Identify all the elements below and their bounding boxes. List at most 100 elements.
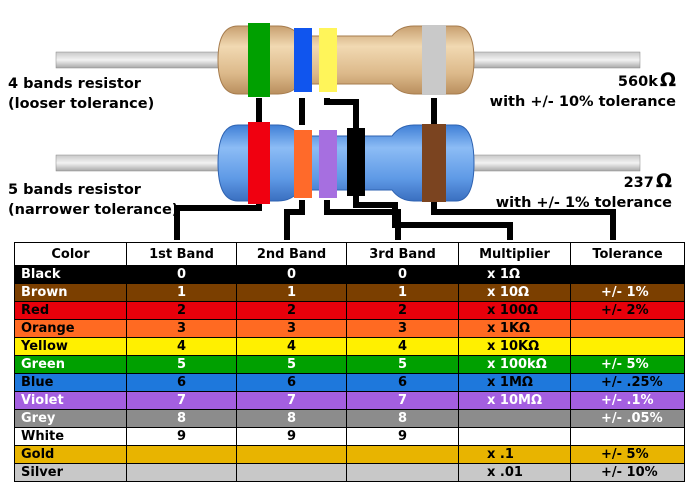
cell-tolerance: +/- 2% [570, 301, 685, 320]
five-band-value: 237 [623, 175, 654, 191]
four-band-value: 560k [617, 74, 658, 90]
cell-multiplier: x 1MΩ [458, 373, 571, 392]
cell-1st-band: 3 [126, 319, 237, 338]
four-band-label: 4 bands resistor (looser tolerance) [8, 74, 154, 114]
cell-3rd-band: 7 [346, 391, 459, 410]
cell-multiplier: x 1Ω [458, 265, 571, 284]
cell-tolerance: +/- 1% [570, 283, 685, 302]
four-band-band-4 [422, 25, 446, 95]
cell-color: Green [14, 355, 127, 374]
cell-2nd-band: 1 [236, 283, 347, 302]
cell-2nd-band: 8 [236, 409, 347, 428]
four-band-band-1 [248, 23, 270, 97]
cell-3rd-band [346, 445, 459, 464]
cell-2nd-band: 2 [236, 301, 347, 320]
cell-color: Brown [14, 283, 127, 302]
cell-multiplier: x 10MΩ [458, 391, 571, 410]
cell-3rd-band: 0 [346, 265, 459, 284]
header-multiplier: Multiplier [458, 242, 571, 266]
cell-color: Black [14, 265, 127, 284]
cell-1st-band: 4 [126, 337, 237, 356]
color-code-table: Color 1st Band 2nd Band 3rd Band Multipl… [14, 242, 685, 482]
five-band-tolerance: with +/- 1% tolerance [495, 195, 672, 211]
cell-3rd-band: 9 [346, 427, 459, 446]
cell-3rd-band: 1 [346, 283, 459, 302]
cell-2nd-band [236, 463, 347, 482]
leader-line-8 [353, 195, 513, 240]
table-header-row: Color 1st Band 2nd Band 3rd Band Multipl… [14, 242, 685, 266]
five-band-band-4 [347, 128, 365, 196]
cell-color: Grey [14, 409, 127, 428]
cell-color: Blue [14, 373, 127, 392]
cell-2nd-band: 7 [236, 391, 347, 410]
cell-1st-band [126, 463, 237, 482]
five-band-label: 5 bands resistor (narrower tolerance) [8, 180, 178, 220]
cell-tolerance: +/- .1% [570, 391, 685, 410]
five-band-band-1 [248, 122, 270, 204]
cell-3rd-band: 6 [346, 373, 459, 392]
cell-multiplier: x 100Ω [458, 301, 571, 320]
cell-multiplier: x 1KΩ [458, 319, 571, 338]
cell-2nd-band [236, 445, 347, 464]
header-1st-band: 1st Band [126, 242, 237, 266]
cell-multiplier: x 10Ω [458, 283, 571, 302]
leader-line-7 [324, 200, 401, 240]
cell-multiplier [458, 409, 571, 428]
cell-1st-band: 7 [126, 391, 237, 410]
four-band-title: 4 bands resistor [8, 76, 141, 92]
five-band-subtitle: (narrower tolerance) [8, 202, 179, 218]
cell-2nd-band: 9 [236, 427, 347, 446]
leader-line-6 [284, 200, 305, 240]
cell-1st-band: 6 [126, 373, 237, 392]
cell-color: Yellow [14, 337, 127, 356]
cell-2nd-band: 3 [236, 319, 347, 338]
header-color: Color [14, 242, 127, 266]
cell-tolerance: +/- .05% [570, 409, 685, 428]
cell-color: Orange [14, 319, 127, 338]
cell-1st-band: 2 [126, 301, 237, 320]
cell-tolerance: +/- 5% [570, 355, 685, 374]
cell-3rd-band: 4 [346, 337, 459, 356]
cell-1st-band: 8 [126, 409, 237, 428]
cell-1st-band [126, 445, 237, 464]
four-band-resistor [55, 23, 641, 97]
cell-2nd-band: 0 [236, 265, 347, 284]
ohm-icon: Ω [659, 69, 676, 91]
cell-3rd-band: 5 [346, 355, 459, 374]
cell-tolerance: +/- .25% [570, 373, 685, 392]
leader-line-3 [324, 98, 359, 130]
four-band-subtitle: (looser tolerance) [8, 96, 155, 112]
five-band-title: 5 bands resistor [8, 182, 141, 198]
four-band-band-3 [319, 28, 337, 92]
header-2nd-band: 2nd Band [236, 242, 347, 266]
cell-multiplier [458, 427, 571, 446]
cell-2nd-band: 6 [236, 373, 347, 392]
cell-1st-band: 0 [126, 265, 237, 284]
ohm-icon: Ω [655, 170, 672, 192]
cell-multiplier: x 100kΩ [458, 355, 571, 374]
cell-tolerance [570, 427, 685, 446]
five-band-band-2 [294, 130, 312, 198]
cell-2nd-band: 4 [236, 337, 347, 356]
five-band-band-5 [422, 124, 446, 202]
cell-3rd-band: 8 [346, 409, 459, 428]
cell-multiplier: x .1 [458, 445, 571, 464]
cell-1st-band: 5 [126, 355, 237, 374]
cell-color: Violet [14, 391, 127, 410]
cell-tolerance: +/- 5% [570, 445, 685, 464]
resistor-diagram [55, 23, 641, 240]
header-3rd-band: 3rd Band [346, 242, 459, 266]
cell-3rd-band: 2 [346, 301, 459, 320]
